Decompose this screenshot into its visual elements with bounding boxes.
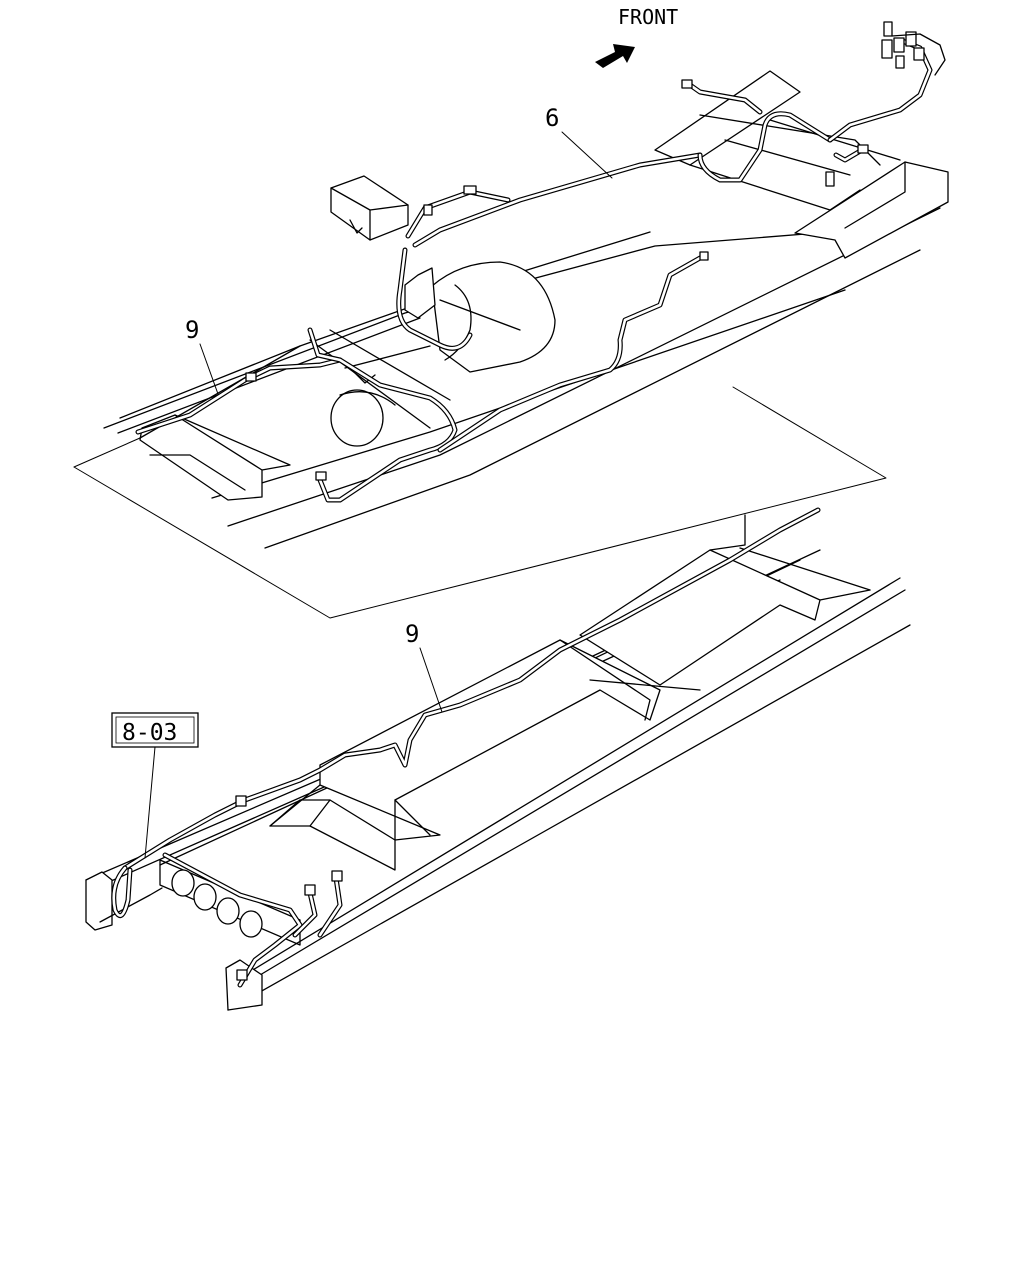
tail-lamp-panel [159, 859, 301, 946]
connector [681, 79, 693, 89]
callout-9-upper: 9 [185, 316, 219, 395]
callout-9-lower-label: 9 [405, 620, 419, 648]
connector [825, 171, 835, 187]
junction-box [330, 175, 409, 241]
callout-9-upper-label: 9 [185, 316, 199, 344]
connector [463, 185, 477, 195]
harness-9-lower [111, 507, 821, 988]
callout-6: 6 [545, 104, 613, 179]
connector [331, 870, 343, 882]
reference-box-label: 8-03 [122, 720, 177, 746]
callout-9-lower: 9 [405, 620, 443, 713]
connector [235, 795, 247, 807]
connector [315, 471, 327, 481]
harness-9-upper [135, 251, 709, 503]
connector [304, 884, 316, 896]
connector [699, 251, 709, 261]
upper-chassis-frame [73, 70, 949, 619]
connector [236, 969, 248, 981]
reference-box-8-03: 8-03 [111, 712, 199, 859]
connector [857, 144, 869, 154]
connector [423, 204, 433, 216]
connector [245, 372, 257, 382]
lower-chassis-frame [85, 514, 911, 1011]
callout-6-label: 6 [545, 104, 559, 132]
multi-connector [881, 21, 946, 76]
arrow-right-icon [595, 44, 635, 68]
front-label: FRONT [618, 5, 678, 29]
spare-tire [330, 389, 384, 447]
harness-6 [396, 21, 946, 351]
